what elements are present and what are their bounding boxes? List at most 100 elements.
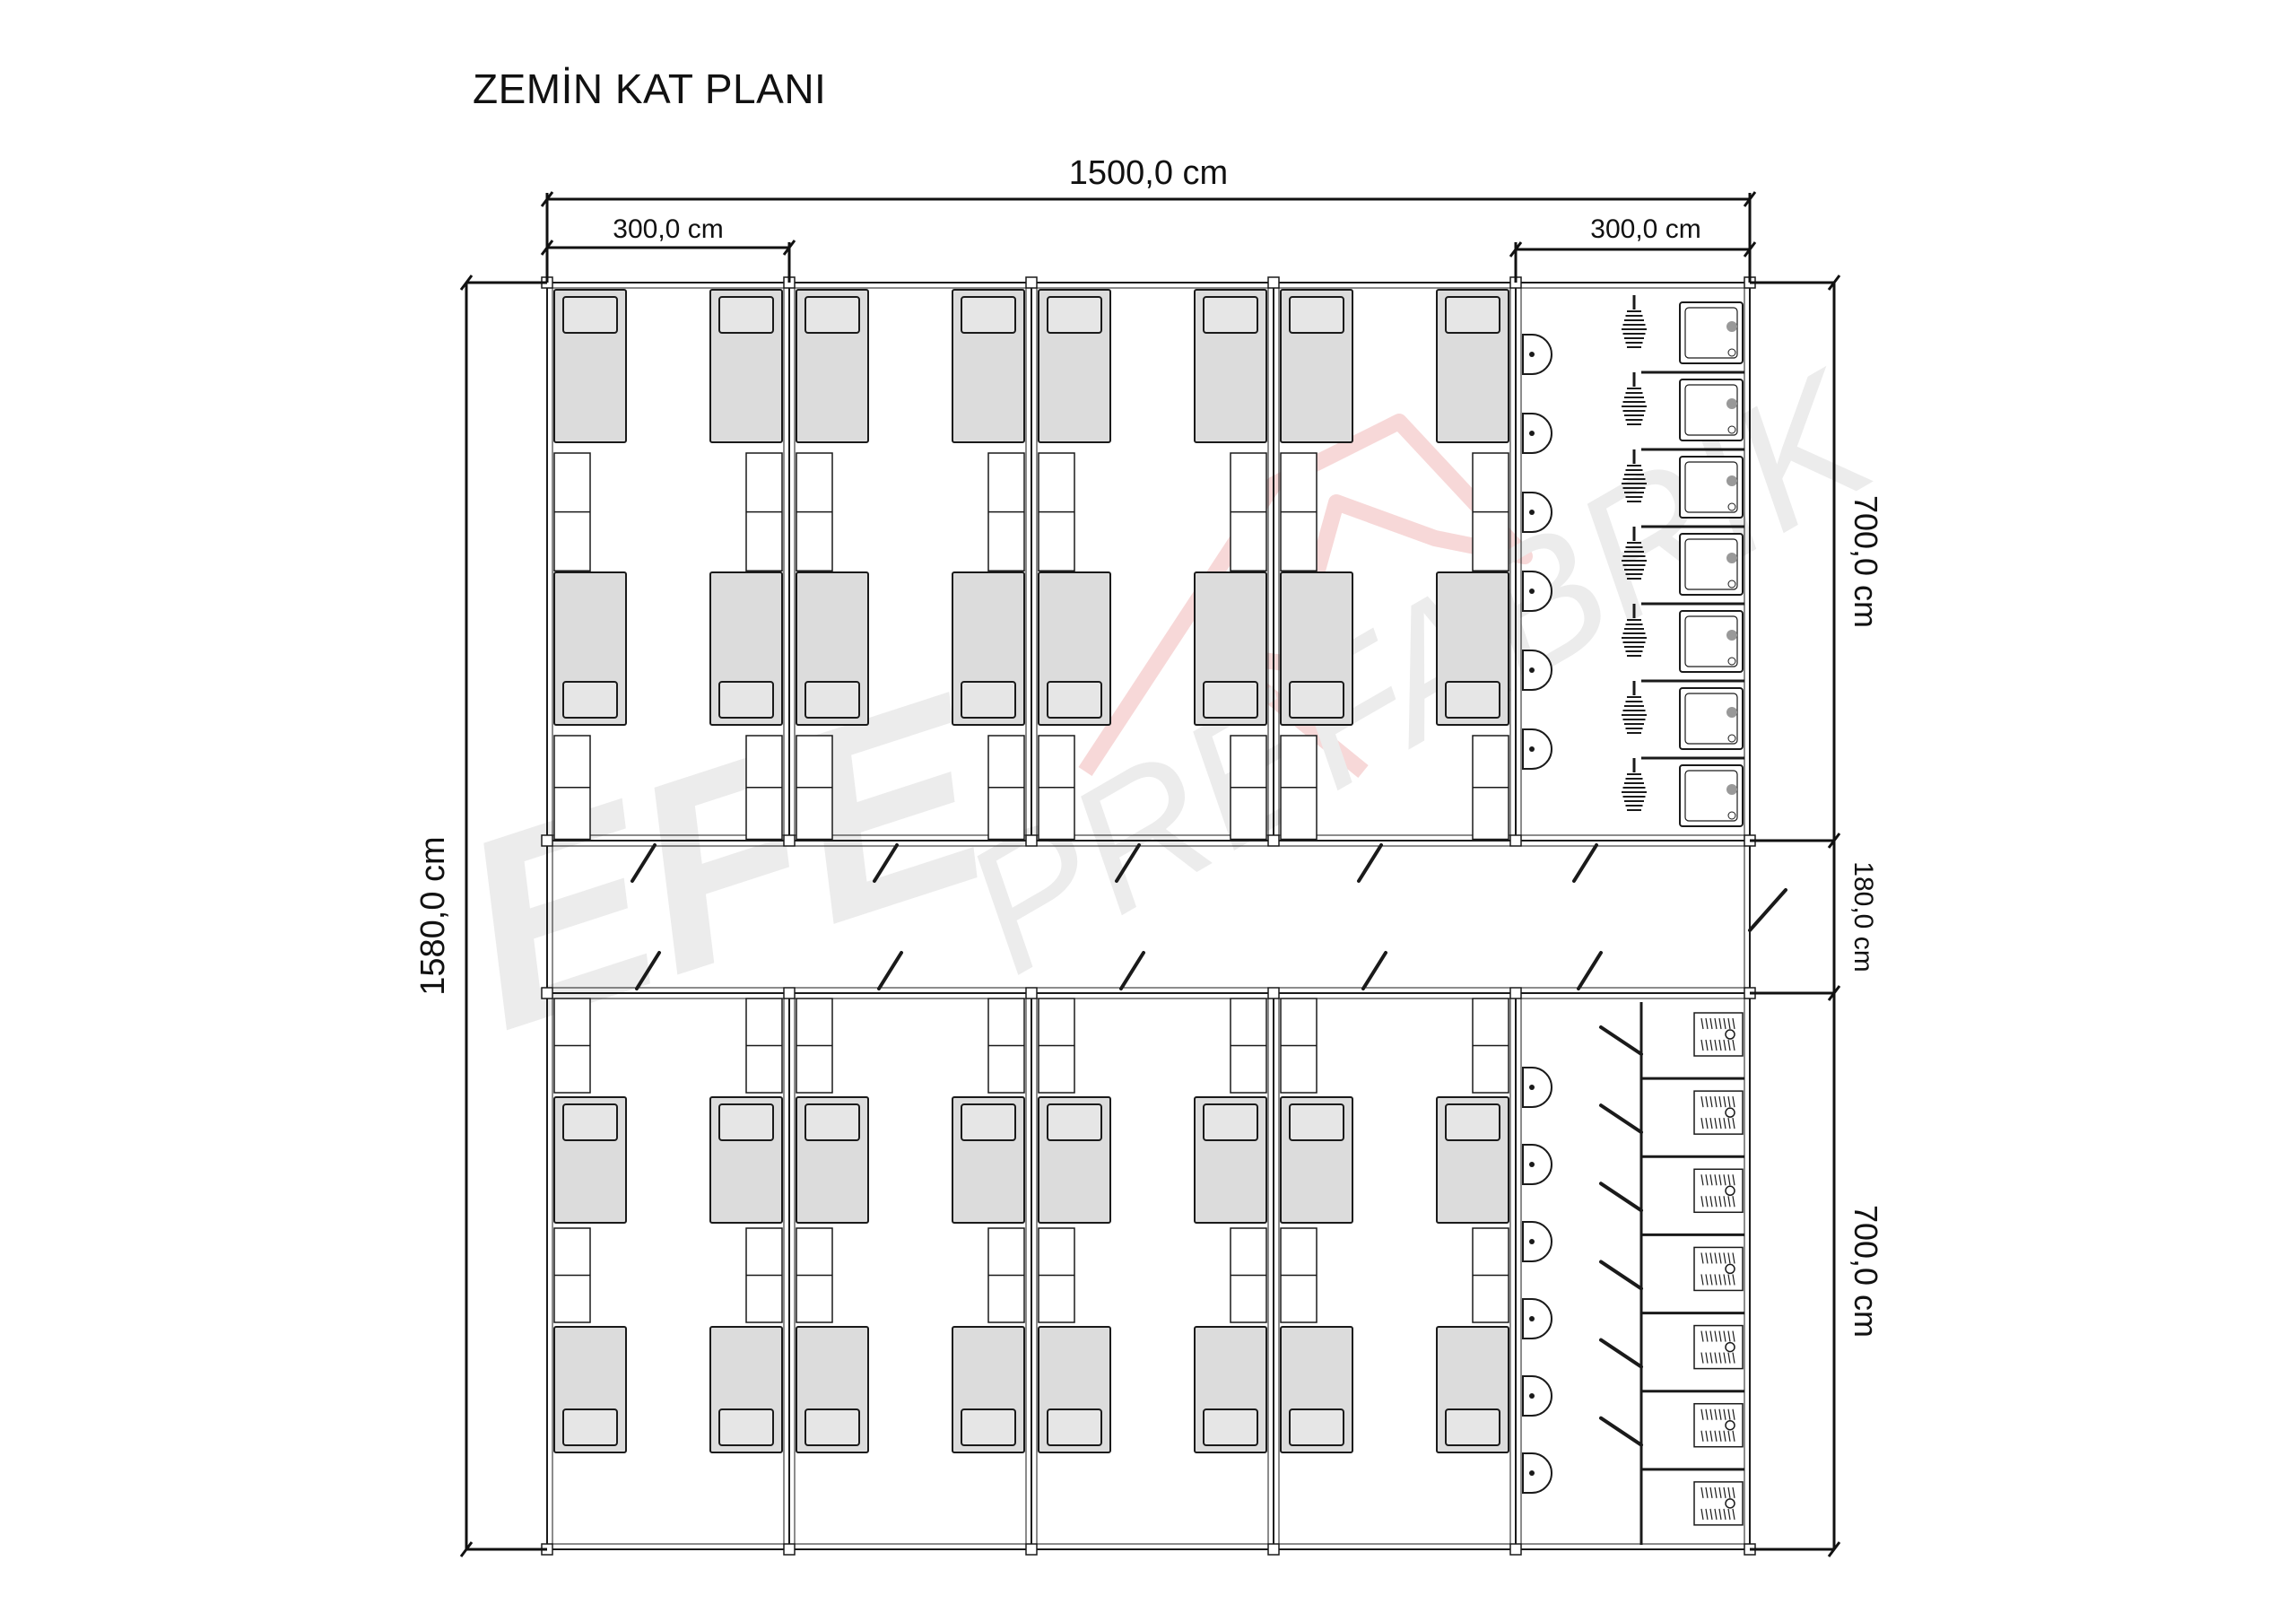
column-post <box>1509 1543 1522 1556</box>
shower-head-icon <box>1726 707 1737 718</box>
upper-module-wall-inner <box>1036 287 1269 836</box>
shower-tray-inner <box>1684 693 1738 745</box>
column-post <box>1509 834 1522 847</box>
upper-module-wall-inner <box>1278 287 1511 836</box>
faucet-icon <box>1529 1470 1535 1476</box>
column-post <box>1509 987 1522 999</box>
faucet-icon <box>1529 1316 1535 1321</box>
shower-tray-inner <box>1684 307 1738 359</box>
corridor-wall-inner <box>552 845 1745 989</box>
toilet-hatch <box>1700 1330 1735 1364</box>
door-leaf <box>1599 1182 1643 1213</box>
shower-head-icon <box>1726 630 1737 641</box>
faucet-icon <box>1529 510 1535 515</box>
sink-icon <box>1522 1452 1552 1494</box>
sink-icon <box>1522 1221 1552 1262</box>
toilet-hatch <box>1700 1487 1735 1520</box>
door-leaf <box>1361 951 1387 990</box>
drain-icon <box>1727 811 1736 820</box>
plan-drawing <box>541 276 1787 1556</box>
door-leaf <box>877 951 903 990</box>
pillow <box>1445 681 1500 719</box>
faucet-icon <box>1529 746 1535 752</box>
dimension-upper-height: 700,0 cm <box>1848 495 1884 628</box>
door-leaf <box>1599 1260 1643 1291</box>
column-post <box>1025 1543 1038 1556</box>
sink-icon <box>1522 334 1552 375</box>
pillow <box>1289 296 1344 334</box>
pillow <box>718 681 774 719</box>
sink-icon <box>1522 571 1552 612</box>
pillow <box>1289 681 1344 719</box>
column-post <box>1267 834 1280 847</box>
pillow <box>1445 1408 1500 1446</box>
pillow <box>961 296 1016 334</box>
drain-icon <box>1727 734 1736 743</box>
pillow <box>718 1408 774 1446</box>
drain-icon <box>1727 657 1736 666</box>
towel-radiator-icon <box>1622 388 1647 425</box>
pillow <box>804 296 860 334</box>
door-leaf <box>873 843 899 883</box>
column-post <box>1025 834 1038 847</box>
toilet-hatch <box>1700 1017 1735 1051</box>
sink-icon <box>1522 492 1552 533</box>
faucet-icon <box>1529 1393 1535 1399</box>
upper-module-wall-inner <box>552 287 785 836</box>
sink-icon <box>1522 650 1552 691</box>
shower-head-icon <box>1726 784 1737 795</box>
door-leaf <box>1599 1025 1643 1056</box>
toilet-hatch <box>1700 1174 1735 1208</box>
pillow <box>1047 1103 1102 1141</box>
door-leaf <box>1599 1338 1643 1369</box>
dimension-module-right: 300,0 cm <box>1590 214 1700 244</box>
pillow <box>961 1103 1016 1141</box>
sink-icon <box>1522 1375 1552 1417</box>
dimension-corridor-height: 180,0 cm <box>1848 861 1878 972</box>
dimension-tick <box>540 240 554 256</box>
faucet-icon <box>1529 589 1535 594</box>
toilet-hole <box>1725 1263 1735 1275</box>
faucet-icon <box>1529 667 1535 673</box>
drain-icon <box>1727 425 1736 434</box>
toilet-hole <box>1725 1107 1735 1118</box>
pillow <box>804 681 860 719</box>
upper-module-wall-inner <box>1520 287 1745 836</box>
column-post <box>1025 987 1038 999</box>
column-post <box>783 834 796 847</box>
shower-tray <box>1679 687 1744 750</box>
drawing-title: ZEMİN KAT PLANI <box>473 65 827 112</box>
pillow <box>1047 296 1102 334</box>
shower-head-icon <box>1726 553 1737 563</box>
shower-tray-inner <box>1684 770 1738 822</box>
shower-tray <box>1679 610 1744 673</box>
door-leaf <box>1119 951 1145 990</box>
door-leaf <box>1599 1103 1643 1135</box>
toilet-hatch <box>1700 1096 1735 1129</box>
shower-tray <box>1679 456 1744 519</box>
towel-radiator-icon <box>1622 773 1647 811</box>
toilet-hatch <box>1700 1252 1735 1286</box>
lower-module-wall-inner <box>1520 998 1745 1545</box>
upper-module-wall-inner <box>794 287 1027 836</box>
drain-icon <box>1727 348 1736 357</box>
column-post <box>541 834 553 847</box>
column-post <box>1267 1543 1280 1556</box>
lower-module-wall-inner <box>1036 998 1269 1545</box>
pillow <box>718 296 774 334</box>
shower-tray-inner <box>1684 538 1738 590</box>
shower-head-icon <box>1726 398 1737 409</box>
door-leaf <box>1577 951 1603 990</box>
corridor-wall <box>546 840 1751 994</box>
door-leaf <box>1748 888 1787 932</box>
dimension-tick <box>1743 241 1757 257</box>
toilet-hole <box>1725 1029 1735 1040</box>
door-leaf <box>1572 843 1598 883</box>
pillow <box>718 1103 774 1141</box>
lower-module-wall-inner <box>552 998 785 1545</box>
towel-radiator-icon <box>1622 310 1647 348</box>
pillow <box>804 1408 860 1446</box>
toilet-hole <box>1725 1419 1735 1431</box>
